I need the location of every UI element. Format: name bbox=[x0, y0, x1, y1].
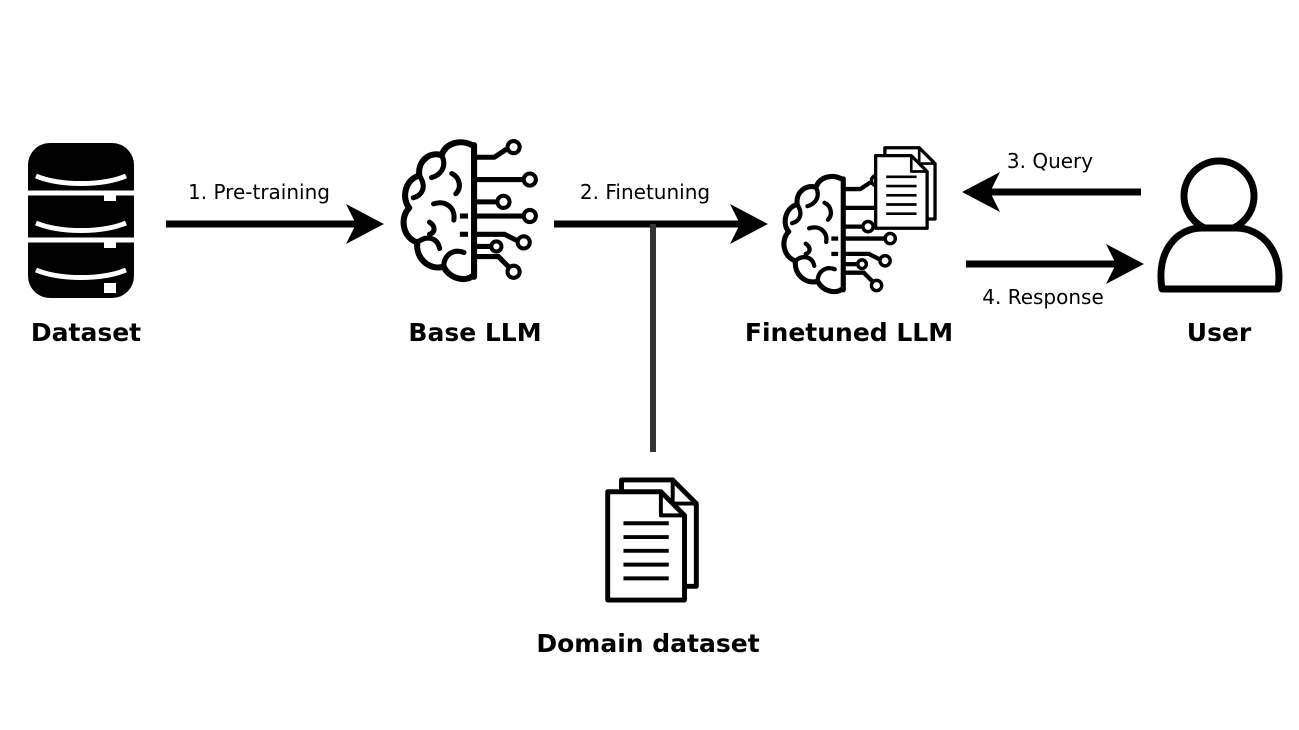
finetuned-llm-label: Finetuned LLM bbox=[744, 318, 954, 347]
user-label: User bbox=[1186, 318, 1252, 347]
query-label: 3. Query bbox=[1006, 149, 1094, 173]
dataset-label: Dataset bbox=[30, 318, 142, 347]
finetuning-label: 2. Finetuning bbox=[579, 180, 711, 204]
domain-dataset-label: Domain dataset bbox=[536, 629, 760, 658]
response-arrow bbox=[966, 244, 1144, 284]
brain-circuit-icon bbox=[404, 141, 536, 279]
user-icon bbox=[1157, 157, 1283, 293]
pretraining-arrow bbox=[166, 204, 384, 244]
finetuning-arrow bbox=[554, 204, 768, 244]
response-label: 4. Response bbox=[982, 285, 1104, 309]
pretraining-label: 1. Pre-training bbox=[188, 180, 330, 204]
database-icon bbox=[28, 143, 134, 298]
brain-circuit-document-icon bbox=[784, 146, 937, 292]
base-llm-label: Base LLM bbox=[408, 318, 542, 347]
query-arrow bbox=[962, 172, 1141, 212]
documents-icon bbox=[608, 480, 697, 600]
